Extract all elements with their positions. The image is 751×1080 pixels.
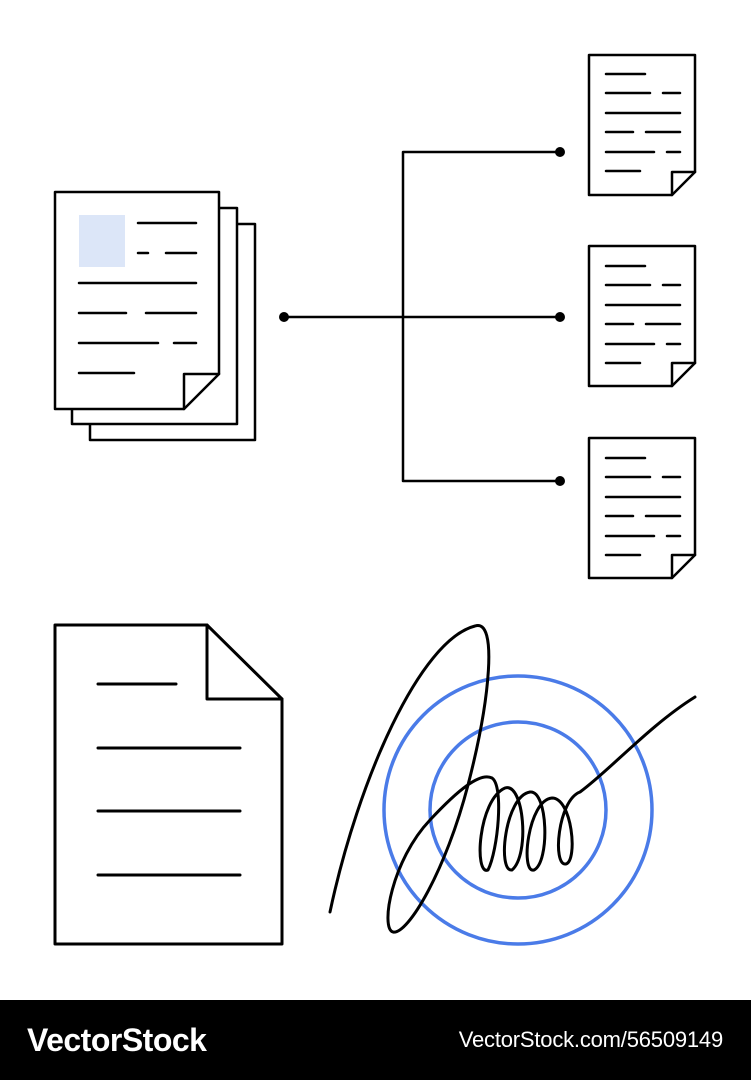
watermark-footer: VectorStock VectorStock.com/56509149 [0,1000,751,1080]
image-id-text: VectorStock.com/56509149 [458,1027,723,1052]
target-rings-icon [382,674,654,946]
signature-scribble-icon [328,624,697,934]
split-document-icon [587,436,697,580]
document-stack-icon [53,190,257,442]
branch-connector-icon [279,147,565,486]
large-document-icon [53,623,284,946]
document-split-signature-illustration [53,53,697,946]
split-document-icon [587,244,697,388]
brand-logo-text: VectorStock [27,1021,207,1058]
split-document-icon [587,53,697,197]
